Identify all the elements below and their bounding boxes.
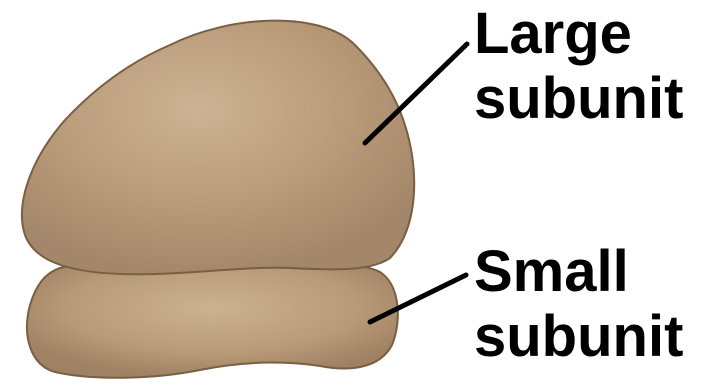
small-subunit-shape [27, 262, 398, 378]
large-subunit-label-line2: subunit [474, 66, 683, 131]
small-subunit-label-line1: Small [474, 239, 629, 304]
large-subunit-label-line1: Large [474, 1, 632, 66]
small-subunit-label-line2: subunit [474, 304, 683, 369]
large-subunit-shape [22, 21, 414, 275]
